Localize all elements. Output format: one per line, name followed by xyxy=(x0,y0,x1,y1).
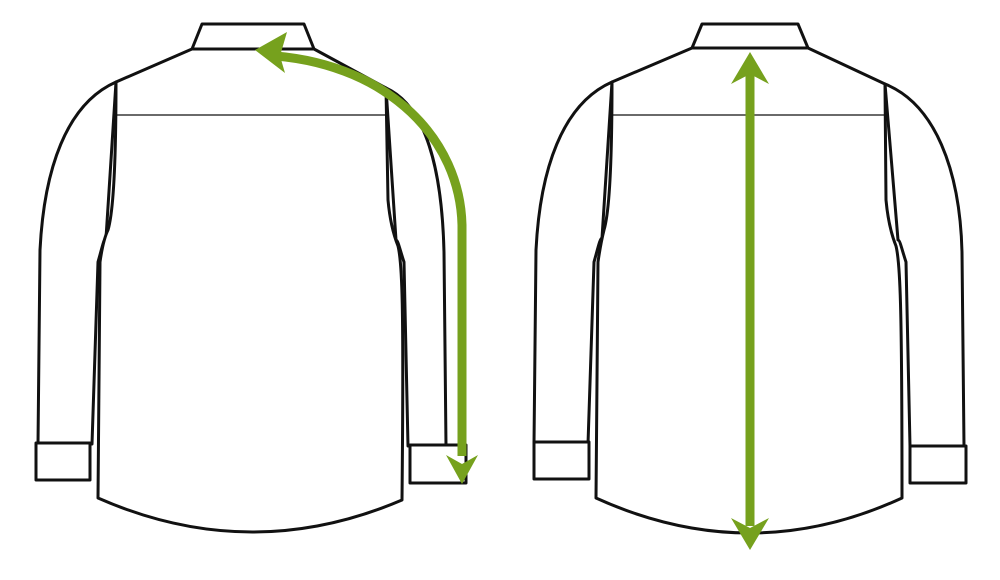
sleeve-length-arrow xyxy=(255,32,478,484)
right-shirt-right-cuff xyxy=(908,444,968,485)
back-length-arrow-head-bottom xyxy=(731,518,769,550)
shirt-back-right xyxy=(532,22,968,535)
left-shirt-body xyxy=(96,47,405,534)
sleeve-length-arrow-shaft xyxy=(275,51,467,456)
back-length-arrow xyxy=(731,52,769,550)
right-shirt-right-sleeve xyxy=(883,82,966,448)
left-shirt-left-cuff xyxy=(34,441,92,482)
left-shirt-collar xyxy=(190,22,316,51)
right-shirt-collar xyxy=(690,22,810,50)
right-shirt-left-sleeve xyxy=(532,80,614,446)
back-length-arrow-head-top xyxy=(731,52,769,84)
sleeve-length-arrow-head-top xyxy=(255,32,287,73)
right-shirt-left-cuff xyxy=(532,440,591,481)
sleeve-length-arrow-head-bottom xyxy=(446,455,478,484)
